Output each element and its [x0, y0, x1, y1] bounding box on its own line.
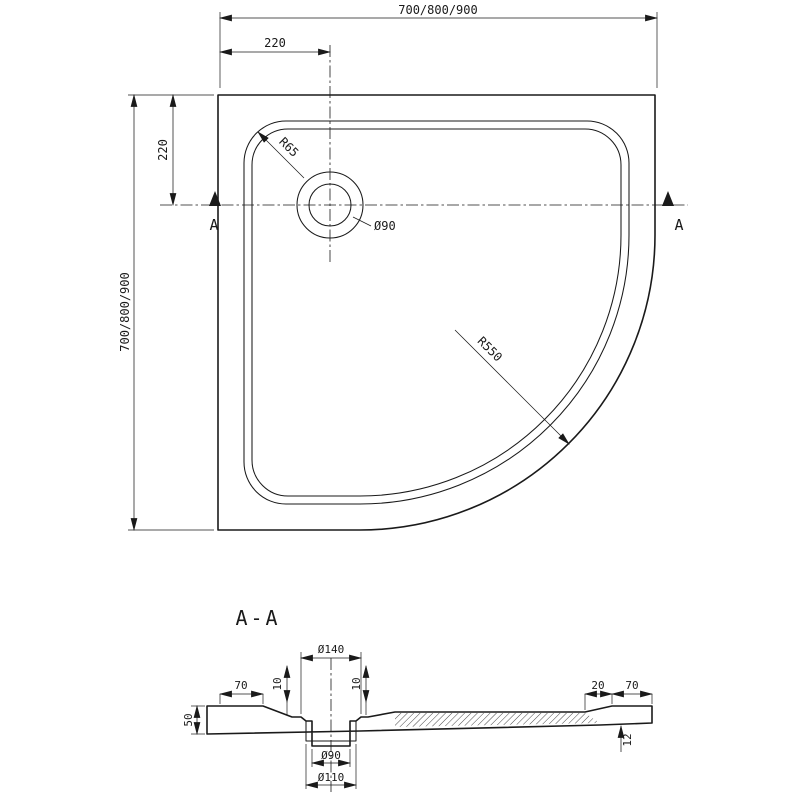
dimension-recess-depth-right: 10: [350, 664, 370, 715]
edge-height-left-label: 50: [182, 713, 195, 726]
section-marker-right-label: A: [674, 216, 683, 234]
outer-corner-radius-label: R550: [475, 334, 505, 364]
top-width-label: 700/800/900: [398, 3, 477, 17]
dimension-drain-offset-y: 220: [156, 93, 177, 207]
left-height-label: 700/800/900: [118, 272, 132, 351]
tray-inner-floor-outline: [251, 128, 622, 497]
drain-inner-circle: [308, 183, 352, 227]
dimension-recess-depth-left: 10: [271, 664, 291, 715]
edge-height-right-label: 12: [621, 733, 634, 746]
dimension-recess-diameter: Ø140: [299, 643, 363, 714]
rim-width-left-label: 70: [234, 679, 247, 692]
drain-recess-diameter-label: Ø110: [318, 771, 345, 784]
dimension-edge-height-left: 50: [182, 704, 205, 736]
drain-offset-y-label: 220: [156, 139, 170, 161]
dimension-edge-height-right: 12: [617, 724, 634, 752]
recess-depth-right-label: 10: [350, 677, 363, 690]
drain-diameter-label: Ø90: [374, 219, 396, 233]
drain-leader-line: [352, 216, 372, 227]
cut-hatch-area: [395, 713, 600, 727]
dimension-rim-width-left: 70: [218, 679, 265, 704]
drain-offset-x-label: 220: [264, 36, 286, 50]
inner-corner-radius-label: R65: [276, 135, 301, 160]
section-view: A-A Ø140 10 10: [182, 606, 654, 792]
plan-view: Ø90 A A 700/800/900 220 700/800/900 2: [118, 3, 688, 532]
section-arrow-left-icon: [209, 191, 221, 206]
drain-outer-circle: [296, 171, 364, 239]
section-title: A-A: [235, 606, 280, 630]
section-arrow-right-icon: [662, 191, 674, 206]
dimension-drain-offset-x: 220: [218, 36, 332, 56]
tray-section-profile: [206, 705, 653, 747]
drain-recess-step: [305, 721, 357, 742]
rim-step-right-label: 20: [591, 679, 604, 692]
dimension-top-width: 700/800/900: [218, 3, 659, 88]
dimension-drain-recess: Ø110: [304, 744, 358, 789]
recess-diameter-label: Ø140: [318, 643, 345, 656]
drain-waste: [296, 171, 364, 239]
annotation-inner-corner-radius: R65: [257, 131, 305, 179]
dimension-left-height: 700/800/900: [118, 93, 214, 532]
tray-outer-outline: [217, 94, 656, 531]
recess-depth-left-label: 10: [271, 677, 284, 690]
drain-hole-diameter-label: Ø90: [321, 749, 341, 762]
dimension-drain-hole: Ø90: [310, 749, 352, 767]
dimension-rim-step-right: 20 70: [583, 679, 654, 710]
tray-inner-rim-outline: [243, 120, 630, 505]
rim-width-right-label: 70: [625, 679, 638, 692]
annotation-outer-corner-radius: R550: [454, 329, 570, 445]
section-marker-left-label: A: [209, 216, 218, 234]
